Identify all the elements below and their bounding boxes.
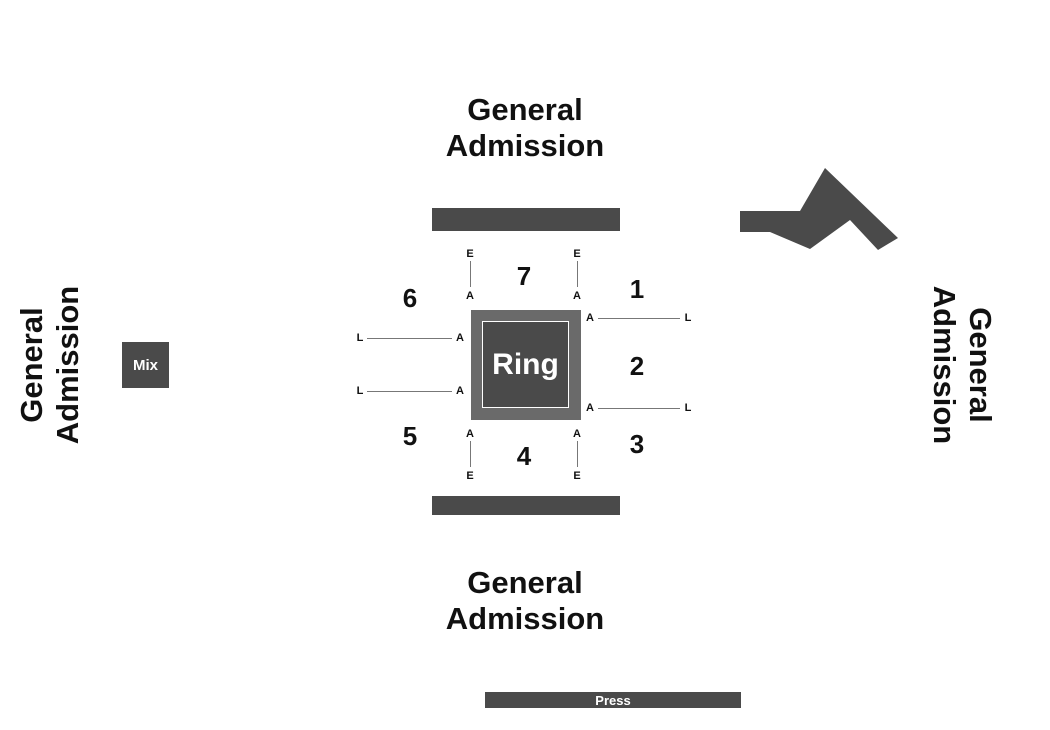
ga-bottom-line1: General — [467, 565, 583, 600]
aisle-marker-top-left: A — [466, 290, 474, 302]
lane-line-right-lower — [598, 408, 680, 409]
lane-marker-left-upper: L — [356, 332, 364, 344]
press-label: Press — [595, 692, 631, 708]
aisle-marker-right-upper: A — [586, 312, 594, 324]
ga-top-label[interactable]: General Admission — [425, 92, 625, 164]
entry-marker-top-left: E — [466, 248, 474, 260]
aisle-line-top-left — [470, 261, 471, 287]
lane-line-right-upper — [598, 318, 680, 319]
section-1[interactable]: 1 — [629, 274, 645, 304]
section-6[interactable]: 6 — [402, 283, 418, 313]
section-7[interactable]: 7 — [516, 261, 532, 291]
top-barrier — [432, 208, 620, 231]
ga-right-label[interactable]: General Admission — [926, 265, 998, 465]
aisle-marker-left-upper: A — [456, 332, 464, 344]
ga-top-line2: Admission — [445, 128, 605, 163]
lane-marker-right-lower: L — [684, 402, 692, 414]
section-4[interactable]: 4 — [516, 441, 532, 471]
ga-top-line1: General — [467, 92, 583, 127]
lane-marker-left-lower: L — [356, 385, 364, 397]
section-5[interactable]: 5 — [402, 421, 418, 451]
aisle-marker-top-right: A — [573, 290, 581, 302]
ring-label: Ring — [492, 347, 559, 381]
ga-left-label[interactable]: General Admission — [14, 265, 86, 465]
section-2[interactable]: 2 — [629, 351, 645, 381]
ga-bottom-line2: Admission — [445, 601, 605, 636]
mix-label: Mix — [132, 356, 158, 374]
ga-right-line2: Admission — [927, 285, 962, 445]
ga-right-line1: General — [963, 307, 998, 423]
entry-marker-bottom-left: E — [466, 470, 474, 482]
aisle-marker-bottom-left: A — [466, 428, 474, 440]
mix-booth[interactable]: Mix — [122, 342, 169, 388]
ga-left-line2: Admission — [50, 285, 85, 445]
aisle-marker-right-lower: A — [586, 402, 594, 414]
ga-left-line1: General — [14, 307, 49, 423]
entry-marker-bottom-right: E — [573, 470, 581, 482]
aisle-line-bottom-right — [577, 441, 578, 467]
section-3[interactable]: 3 — [629, 429, 645, 459]
aisle-line-bottom-left — [470, 441, 471, 467]
aisle-marker-bottom-right: A — [573, 428, 581, 440]
lane-line-left-lower — [367, 391, 452, 392]
aisle-line-top-right — [577, 261, 578, 287]
zigzag-structure — [740, 168, 898, 250]
ring-canvas[interactable]: Ring — [482, 321, 569, 408]
bottom-barrier — [432, 496, 620, 515]
ga-bottom-label[interactable]: General Admission — [425, 565, 625, 637]
zigzag-shape — [740, 168, 898, 250]
press-area[interactable]: Press — [485, 692, 741, 708]
entry-marker-top-right: E — [573, 248, 581, 260]
aisle-marker-left-lower: A — [456, 385, 464, 397]
lane-line-left-upper — [367, 338, 452, 339]
lane-marker-right-upper: L — [684, 312, 692, 324]
